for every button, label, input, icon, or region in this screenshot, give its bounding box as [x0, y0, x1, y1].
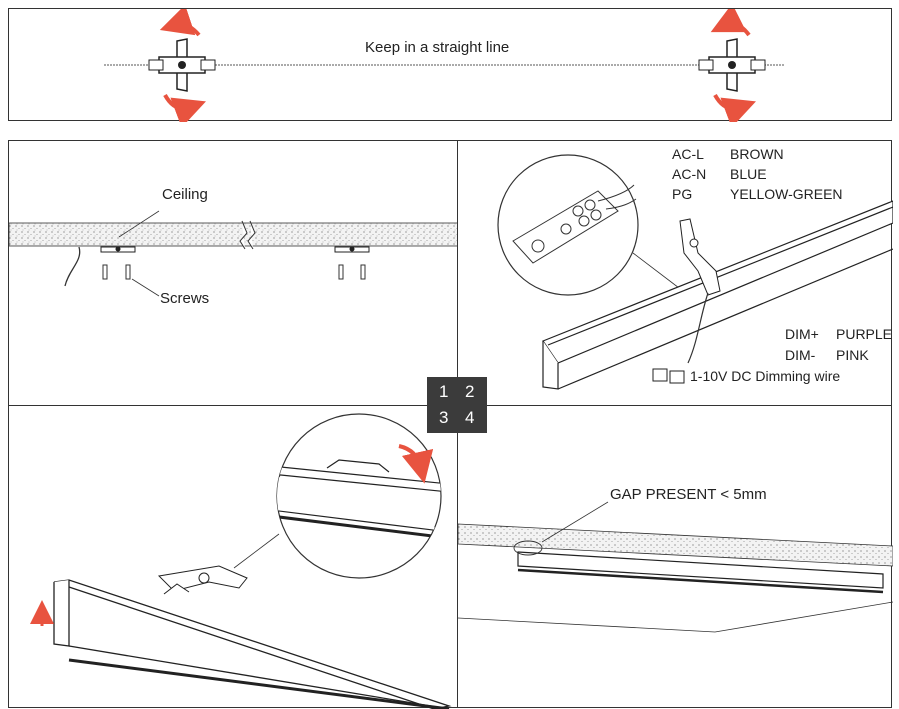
step-1-number: 1: [439, 382, 449, 401]
dim-minus-code: DIM-: [785, 347, 816, 363]
rotate-arrow-icon: [713, 93, 756, 122]
ceiling-leader-line: [118, 210, 160, 238]
step-4-panel: GAP PRESENT < 5mm: [457, 405, 893, 708]
bracket-right: [334, 246, 370, 253]
rotate-arrow-icon: [710, 9, 751, 37]
gap-check-drawing: [458, 501, 893, 633]
rotate-arrow-icon: [163, 93, 206, 122]
step-number-badge: 1 2 3 4: [427, 377, 487, 433]
mounting-bracket-left: [148, 38, 216, 92]
rotate-arrow-icon: [159, 9, 201, 37]
connector-icon: [652, 368, 685, 384]
bracket-clip: [157, 565, 248, 595]
step-2-panel: AC-L BROWN AC-N BLUE PG YELLOW-GREEN DIM…: [457, 140, 893, 406]
ceiling-slab: [9, 222, 459, 247]
step-3-panel: [8, 405, 458, 709]
step-1-panel: Ceiling Screws: [8, 140, 459, 406]
bracket-left: [100, 246, 136, 253]
pg-color: YELLOW-GREEN: [730, 186, 843, 202]
dim-plus-code: DIM+: [785, 326, 819, 342]
ac-n-code: AC-N: [672, 166, 707, 182]
gap-label: GAP PRESENT < 5mm: [610, 486, 767, 503]
mounting-bracket-right: [698, 38, 766, 92]
fixture-body: [53, 579, 452, 709]
dim-minus-color: PINK: [836, 347, 869, 363]
ceiling-mount-drawing: [9, 210, 459, 297]
rotate-arrow-icon: [398, 444, 434, 484]
straight-line-caption: Keep in a straight line: [365, 39, 510, 56]
step-2-number: 2: [465, 382, 475, 401]
ceiling-label: Ceiling: [162, 186, 208, 203]
ac-l-code: AC-L: [672, 146, 704, 162]
power-cable: [64, 246, 81, 287]
screw-icon: [102, 264, 366, 280]
dimming-cable: [687, 292, 709, 364]
ceiling-slab: [458, 523, 893, 567]
fixture-attach-drawing: [30, 413, 452, 709]
dim-plus-color: PURPLE: [836, 326, 893, 342]
step-3-number: 3: [439, 408, 449, 427]
fixture-body: [517, 551, 884, 594]
screws-label: Screws: [160, 290, 210, 307]
ac-l-color: BROWN: [730, 146, 784, 162]
ac-n-color: BLUE: [730, 166, 767, 182]
terminal-block: [512, 184, 637, 264]
screws-leader-line: [131, 278, 160, 297]
straight-line-panel: Keep in a straight line: [8, 8, 892, 122]
dimming-caption: 1-10V DC Dimming wire: [690, 368, 841, 384]
step-4-number: 4: [465, 408, 475, 427]
gap-highlight: [513, 540, 543, 556]
pg-code: PG: [672, 186, 693, 202]
wiring-drawing: [497, 154, 893, 390]
straight-line-drawing: [104, 9, 784, 122]
bracket-assembly: [679, 218, 721, 296]
